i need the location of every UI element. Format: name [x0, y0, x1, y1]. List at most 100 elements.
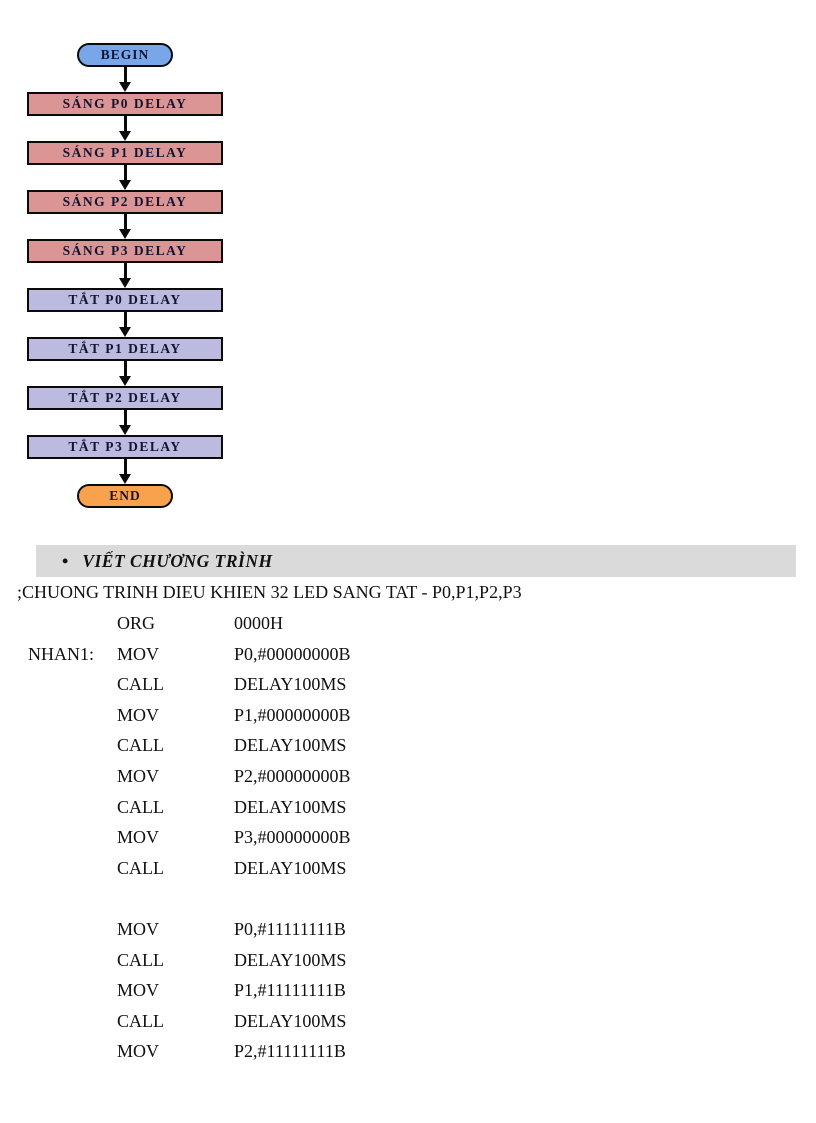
code-mnemonic: MOV: [117, 1041, 160, 1062]
arrow-down-icon: [119, 165, 131, 190]
flowchart-begin-terminal: BEGIN: [77, 43, 173, 67]
code-mnemonic: CALL: [117, 796, 164, 817]
code-label: [28, 822, 117, 853]
code-mnemonic: ORG: [117, 613, 156, 633]
code-operand: DELAY100MS: [234, 735, 347, 756]
code-label: [28, 700, 117, 731]
process-box: SÁNG P3 DELAY: [27, 239, 223, 263]
process-box: TẮT P2 DELAY: [27, 386, 223, 410]
code-line: ORG 0000H: [0, 608, 816, 639]
arrow-down-icon: [119, 263, 131, 288]
section-heading-title: VIẾT CHƯƠNG TRÌNH: [82, 550, 273, 571]
code-mnemonic: CALL: [117, 857, 164, 878]
code-label: [28, 761, 117, 792]
process-box: SÁNG P1 DELAY: [27, 141, 223, 165]
code-comment-line: ;CHUONG TRINH DIEU KHIEN 32 LED SANG TAT…: [17, 582, 522, 602]
process-box: TẮT P0 DELAY: [27, 288, 223, 312]
code-label: [28, 914, 117, 945]
code-line: CALL DELAY100MS: [0, 853, 816, 884]
code-operand: P2,#00000000B: [234, 765, 351, 786]
code-lines: ORG 0000H NHAN1: MOV P0,#00000000B CALL …: [0, 608, 816, 1067]
process-box: TẮT P1 DELAY: [27, 337, 223, 361]
code-label: [28, 1036, 117, 1067]
process-box-label: SÁNG P3 DELAY: [62, 243, 188, 258]
code-operand: P0,#11111111B: [234, 918, 346, 939]
process-box-label: SÁNG P1 DELAY: [62, 145, 188, 160]
process-box-label: TẮT P0 DELAY: [68, 292, 182, 307]
flow-step: TẮT P0 DELAY: [27, 263, 223, 312]
code-operand: P1,#00000000B: [234, 704, 351, 725]
code-label: [28, 730, 117, 761]
code-label: [28, 975, 117, 1006]
code-label: [28, 608, 117, 639]
code-mnemonic: MOV: [117, 918, 160, 939]
code-operand: P1,#11111111B: [234, 980, 346, 1001]
code-line: [0, 883, 816, 914]
process-box: TẮT P3 DELAY: [27, 435, 223, 459]
flowchart-steps: SÁNG P0 DELAY SÁNG P1 DELAY SÁNG P2 DELA…: [27, 67, 223, 459]
code-mnemonic: MOV: [117, 765, 160, 786]
end-label: END: [109, 488, 141, 503]
code-label: [28, 669, 117, 700]
arrow-down-icon: [119, 214, 131, 239]
code-label: [28, 1006, 117, 1037]
code-mnemonic: MOV: [117, 643, 160, 664]
code-label: [28, 853, 117, 884]
code-operand: P3,#00000000B: [234, 827, 351, 848]
code-label: [28, 945, 117, 976]
code-mnemonic: CALL: [117, 949, 164, 970]
arrow-down-icon: [119, 459, 131, 484]
code-operand: DELAY100MS: [234, 674, 347, 695]
code-operand: P2,#11111111B: [234, 1041, 346, 1062]
code-operand: 0000H: [234, 613, 283, 633]
process-box-label: TẮT P2 DELAY: [68, 390, 182, 405]
code-line: MOV P3,#00000000B: [0, 822, 816, 853]
code-operand: P0,#00000000B: [234, 643, 351, 664]
arrow-down-icon: [119, 312, 131, 337]
code-line: CALL DELAY100MS: [0, 1006, 816, 1037]
arrow-down-icon: [119, 410, 131, 435]
process-box: SÁNG P0 DELAY: [27, 92, 223, 116]
code-mnemonic: CALL: [117, 674, 164, 695]
code-line: MOV P0,#11111111B: [0, 914, 816, 945]
process-box: SÁNG P2 DELAY: [27, 190, 223, 214]
flow-step: SÁNG P0 DELAY: [27, 67, 223, 116]
flow-step: SÁNG P2 DELAY: [27, 165, 223, 214]
arrow-down-icon: [119, 67, 131, 92]
code-mnemonic: MOV: [117, 827, 160, 848]
flow-step: TẮT P2 DELAY: [27, 361, 223, 410]
code-operand: DELAY100MS: [234, 857, 347, 878]
arrow-down-icon: [119, 116, 131, 141]
code-line: CALL DELAY100MS: [0, 669, 816, 700]
process-box-label: TẮT P3 DELAY: [68, 439, 182, 454]
flow-step: TẮT P1 DELAY: [27, 312, 223, 361]
flow-step: SÁNG P1 DELAY: [27, 116, 223, 165]
bullet-icon: •: [62, 550, 69, 571]
assembly-code-listing: ;CHUONG TRINH DIEU KHIEN 32 LED SANG TAT…: [0, 576, 816, 1067]
code-line: MOV P2,#11111111B: [0, 1036, 816, 1067]
code-mnemonic: [117, 883, 234, 914]
flow-step: SÁNG P3 DELAY: [27, 214, 223, 263]
begin-label: BEGIN: [100, 47, 150, 62]
arrow-down-icon: [119, 361, 131, 386]
flow-step: TẮT P3 DELAY: [27, 410, 223, 459]
process-box-label: SÁNG P0 DELAY: [62, 96, 188, 111]
code-line: MOV P2,#00000000B: [0, 761, 816, 792]
section-heading-bar: • VIẾT CHƯƠNG TRÌNH: [36, 545, 796, 577]
code-label: [28, 883, 117, 914]
code-line: CALL DELAY100MS: [0, 945, 816, 976]
code-line: MOV P1,#00000000B: [0, 700, 816, 731]
code-mnemonic: CALL: [117, 735, 164, 756]
flowchart-end-terminal: END: [77, 484, 173, 508]
code-line: CALL DELAY100MS: [0, 730, 816, 761]
code-line: CALL DELAY100MS: [0, 792, 816, 823]
code-mnemonic: MOV: [117, 980, 160, 1001]
code-operand: DELAY100MS: [234, 1010, 347, 1031]
code-label: [28, 792, 117, 823]
code-label: NHAN1:: [28, 643, 94, 664]
code-operand: DELAY100MS: [234, 949, 347, 970]
process-box-label: SÁNG P2 DELAY: [62, 194, 188, 209]
code-mnemonic: MOV: [117, 704, 160, 725]
code-mnemonic: CALL: [117, 1010, 164, 1031]
process-box-label: TẮT P1 DELAY: [68, 341, 182, 356]
